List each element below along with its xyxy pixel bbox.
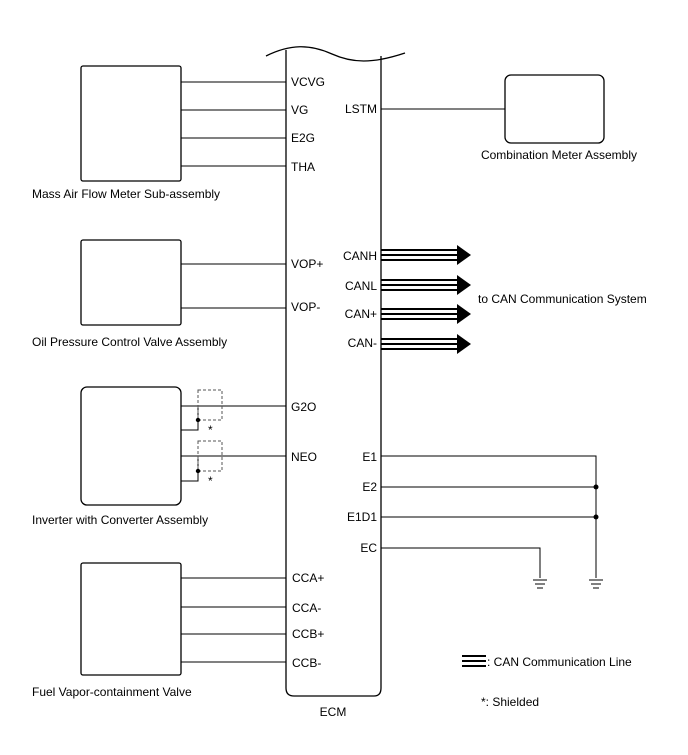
opcv-box <box>80 239 182 326</box>
can-arrows <box>381 245 471 354</box>
pin-cca-minus: CCA- <box>292 601 321 615</box>
ground-symbol <box>533 579 547 589</box>
can-line-legend: : CAN Communication Line <box>487 655 632 669</box>
can-arrow-can-plus <box>381 304 471 324</box>
pin-lstm: LSTM <box>345 102 377 116</box>
pin-e1d1: E1D1 <box>347 510 377 524</box>
ground-symbol <box>589 579 603 589</box>
pin-ccb-minus: CCB- <box>292 656 321 670</box>
inverter-label: Inverter with Converter Assembly <box>32 513 208 527</box>
maf-wires <box>181 81 286 167</box>
ecm-box <box>285 50 382 697</box>
combo-label: Combination Meter Assembly <box>481 148 637 162</box>
ground-wires <box>381 455 597 578</box>
pin-vop-plus: VOP+ <box>291 257 323 271</box>
fuel-vapor-box <box>80 562 182 676</box>
neo-shielded-wire <box>181 440 286 482</box>
pin-can-minus: CAN- <box>348 336 377 350</box>
pin-ccb-plus: CCB+ <box>292 627 324 641</box>
g2o-shield-star: * <box>208 423 213 437</box>
pin-neo: NEO <box>291 450 317 464</box>
pin-vcvg: VCVG <box>291 75 325 89</box>
can-arrow-canh <box>381 245 471 265</box>
pin-e1: E1 <box>362 450 377 464</box>
can-system-label: to CAN Communication System <box>478 292 647 306</box>
fuel-vapor-wires <box>181 577 286 663</box>
pin-e2g: E2G <box>291 131 315 145</box>
neo-shield-star: * <box>208 474 213 488</box>
fuel-vapor-label: Fuel Vapor-containment Valve <box>32 685 192 699</box>
shielded-legend: *: Shielded <box>481 695 539 709</box>
pin-tha: THA <box>291 160 315 174</box>
ecm-break-line <box>265 46 406 62</box>
inverter-box <box>80 386 182 506</box>
can-arrow-can-minus <box>381 334 471 354</box>
pin-canh: CANH <box>343 249 377 263</box>
can-line-legend-symbol <box>462 655 486 667</box>
combo-box <box>504 74 605 144</box>
opcv-label: Oil Pressure Control Valve Assembly <box>32 335 227 349</box>
pin-vg: VG <box>291 103 308 117</box>
pin-vop-minus: VOP- <box>291 300 320 314</box>
pin-can-plus: CAN+ <box>345 307 377 321</box>
g2o-shielded-wire <box>181 389 286 431</box>
pin-g2o: G2O <box>291 400 316 414</box>
pin-cca-plus: CCA+ <box>292 571 324 585</box>
pin-e2: E2 <box>362 480 377 494</box>
junction-dot <box>593 514 599 520</box>
ecm-label: ECM <box>320 705 347 719</box>
can-arrow-canl <box>381 275 471 295</box>
junction-dot <box>593 484 599 490</box>
pin-ec: EC <box>360 541 377 555</box>
maf-label: Mass Air Flow Meter Sub-assembly <box>32 187 220 201</box>
maf-box <box>80 65 182 182</box>
pin-canl: CANL <box>345 279 377 293</box>
